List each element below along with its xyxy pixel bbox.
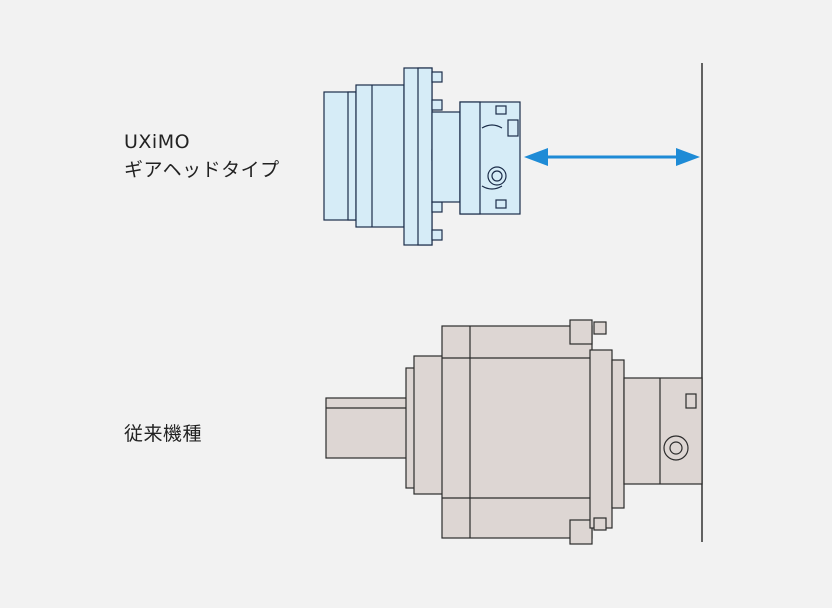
uximo-gearhead-drawing — [323, 67, 521, 246]
legacy-label: 従来機種 — [124, 423, 203, 445]
uximo-label: UXiMO ギアヘッドタイプ — [124, 128, 280, 184]
distance-arrow — [524, 148, 700, 166]
legacy-gearhead-drawing — [325, 319, 703, 545]
uximo-label-line1: UXiMO — [124, 131, 191, 153]
uximo-label-line2: ギアヘッドタイプ — [124, 159, 280, 181]
